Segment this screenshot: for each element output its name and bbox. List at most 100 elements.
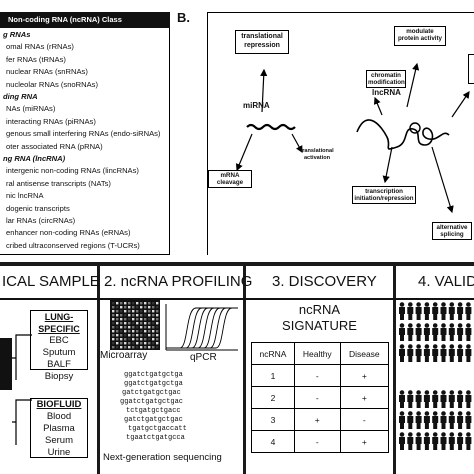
arrow-to-translational-activation — [291, 133, 303, 154]
person-body — [399, 395, 405, 408]
person-body — [448, 416, 455, 429]
microarray-spot — [112, 334, 115, 337]
microarray-spot — [116, 342, 119, 345]
microarray-spot — [116, 306, 119, 309]
biofluid-item: Plasma — [43, 423, 75, 434]
step1-title: ICAL SAMPLE — [2, 273, 100, 290]
table-cell: - — [293, 430, 341, 453]
person-head — [424, 344, 430, 349]
microarray-spot — [156, 338, 159, 341]
microarray-spot — [148, 326, 151, 329]
lncrna-label: lncRNA — [372, 88, 401, 97]
microarray-spot — [120, 326, 123, 329]
alternative-splicing-box: alternative splicing — [432, 222, 472, 240]
person-body — [399, 328, 405, 341]
microarray-spot — [156, 326, 159, 329]
microarray-spot — [136, 310, 139, 313]
microarray-spot — [124, 302, 127, 305]
microarray-spot — [152, 342, 155, 345]
person-body — [432, 416, 439, 429]
person-head — [441, 344, 446, 349]
table-header: Disease — [339, 342, 390, 365]
person-body — [457, 416, 464, 429]
person-head — [408, 344, 413, 349]
microarray-spot — [152, 346, 155, 349]
microarray-spot — [148, 334, 151, 337]
table-cell: + — [339, 430, 390, 453]
microarray-spot — [148, 338, 151, 341]
chromatin-modification-box: chromatin modification — [366, 70, 406, 88]
microarray-spot — [112, 314, 115, 317]
microarray-spot — [148, 322, 151, 325]
signature-line1: ncRNA — [298, 302, 341, 317]
sequence-read: gatctgatgctgac — [124, 416, 183, 424]
person-body — [432, 437, 439, 450]
regulation-diagram — [235, 62, 470, 214]
microarray-image — [110, 300, 160, 350]
microarray-spot — [116, 338, 119, 341]
lung-item: Sputum — [42, 347, 76, 358]
person-head — [449, 302, 455, 307]
person-head — [408, 432, 413, 437]
person-head — [466, 432, 471, 437]
step3-title: 3. DISCOVERY — [272, 273, 377, 290]
qpcr-curve — [166, 307, 238, 349]
mirna-strand — [246, 123, 296, 131]
microarray-spot — [156, 302, 159, 305]
microarray-spot — [120, 314, 123, 317]
step4-title: 4. VALID — [418, 273, 474, 290]
microarray-spot — [136, 322, 139, 325]
person-body — [423, 349, 430, 362]
microarray-spot — [144, 306, 147, 309]
microarray-spot — [116, 334, 119, 337]
microarray-spot — [132, 302, 135, 305]
microarray-spot — [140, 326, 143, 329]
validation-cohort-people — [399, 302, 472, 450]
microarray-spot — [120, 346, 123, 349]
person-body — [407, 349, 414, 362]
person-body — [399, 349, 405, 362]
microarray-spot — [140, 318, 143, 321]
table-header-row: ncRNA Healthy Disease — [251, 342, 390, 365]
ncrna-class-row: nuclear RNAs (snRNAs) — [6, 67, 88, 77]
ncrna-class-row: NAs (miRNAs) — [6, 104, 56, 114]
microarray-spot — [112, 330, 115, 333]
microarray-spot — [120, 310, 123, 313]
ncrna-class-header: Non-coding RNA (ncRNA) Class — [0, 12, 170, 28]
table-row: 4-+ — [251, 430, 390, 453]
microarray-spot — [128, 334, 131, 337]
lung-specific-title: LUNG-SPECIFIC — [38, 312, 80, 334]
microarray-spot — [124, 306, 127, 309]
microarray-spot — [136, 302, 139, 305]
microarray-spot — [144, 338, 147, 341]
table-cell: - — [339, 408, 390, 431]
microarray-spot — [156, 342, 159, 345]
qpcr-curves — [165, 304, 238, 351]
microarray-spot — [136, 342, 139, 345]
table-row: 3+- — [251, 408, 390, 431]
microarray-spot — [128, 306, 131, 309]
arrow-to-mrna-cleavage — [235, 133, 253, 172]
microarray-spot — [112, 318, 115, 321]
microarray-label: Microarray — [100, 350, 148, 361]
person-head — [441, 390, 446, 395]
person-body — [448, 349, 455, 362]
microarray-spot — [156, 330, 159, 333]
microarray-spot — [128, 326, 131, 329]
microarray-spot — [132, 342, 135, 345]
person-head — [432, 344, 438, 349]
person-head — [416, 302, 421, 307]
person-head — [441, 432, 446, 437]
microarray-spot — [112, 322, 115, 325]
arrow-to-alt-splicing — [431, 146, 454, 214]
person-body — [399, 307, 405, 320]
microarray-spot — [112, 342, 115, 345]
arrow-to-chromatin — [373, 96, 383, 116]
person-head — [457, 323, 463, 328]
microarray-spot — [144, 326, 147, 329]
microarray-spot — [132, 318, 135, 321]
microarray-spot — [136, 338, 139, 341]
microarray-spot — [140, 330, 143, 333]
microarray-spot — [148, 318, 151, 321]
microarray-spot — [136, 346, 139, 349]
